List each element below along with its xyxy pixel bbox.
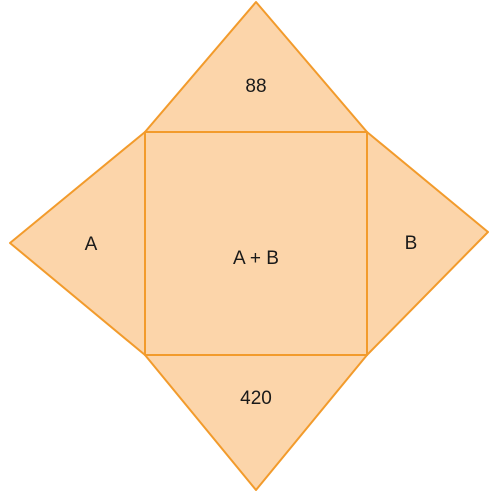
right-triangle [366,131,489,356]
bottom-label: 420 [240,388,272,409]
left-triangle [9,131,146,356]
center-label: A + B [233,248,279,269]
bottom-triangle [144,354,368,491]
left-label: A [85,234,98,255]
top-triangle [144,1,368,133]
center-square [144,131,368,356]
top-label: 88 [245,76,266,97]
right-label: B [405,233,418,254]
